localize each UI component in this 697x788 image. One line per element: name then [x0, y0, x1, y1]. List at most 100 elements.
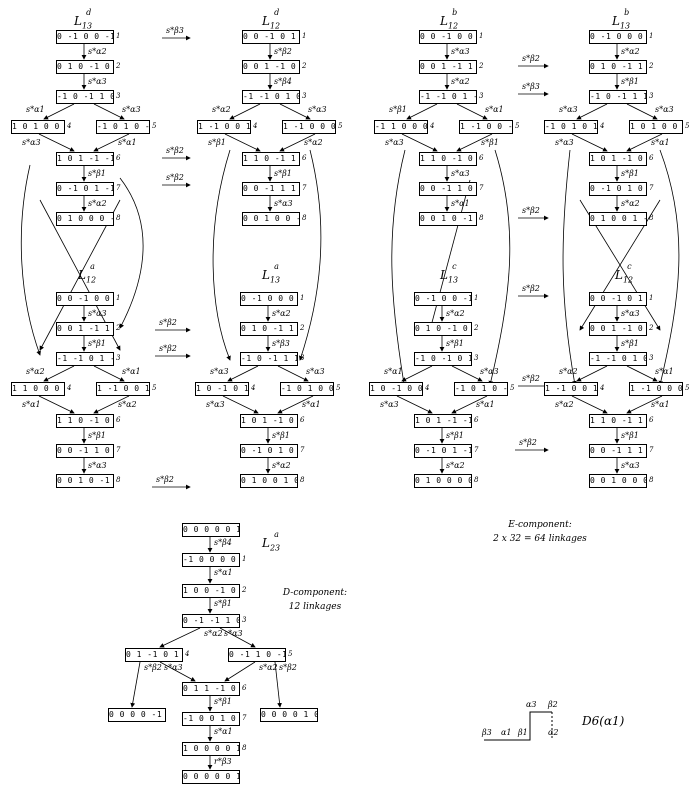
rownum-L12a-7: 7 — [116, 446, 121, 454]
rownum-L12a-4: 4 — [67, 384, 72, 392]
row-L13b-6: 1 0 1 -1 0 -1 — [589, 152, 647, 166]
rownum-L13c-7: 7 — [474, 446, 479, 454]
rownum-L13a-1: 1 — [300, 294, 305, 302]
rownum-L13a-6: 6 — [300, 416, 305, 424]
arrow-label-a2: s*α2 — [451, 77, 470, 86]
arrow-label-a3: s*α3 — [88, 461, 107, 470]
arrow — [38, 395, 75, 414]
arrow-label-a1: s*α1 — [118, 138, 137, 147]
arrow-label-b1: s*β1 — [208, 138, 226, 147]
rownum-L12d-2: 2 — [302, 62, 307, 70]
arrow — [406, 103, 438, 120]
arrow-label-a2: s*α2 — [212, 105, 231, 114]
row-L12b-4: -1 1 0 0 0 0 — [374, 120, 428, 134]
curved-arrow — [119, 177, 144, 329]
arrow — [401, 365, 433, 382]
arrow-label-a2: s*α2 — [204, 629, 223, 638]
arrow-label-a3: s*α3 — [164, 663, 183, 672]
arrow-label-a2: s*α2 — [621, 199, 640, 208]
rownum-L13d-4: 4 — [67, 122, 72, 130]
arrow-label-a3: s*α3 — [451, 47, 470, 56]
curved-arrow — [488, 149, 511, 386]
row-L12b-8: 0 0 1 0 -1 -1 — [419, 212, 477, 226]
row-L12b-3: -1 -1 0 1 -1 0 — [419, 90, 477, 104]
arrow-label-b2: s*β2 — [522, 284, 540, 293]
arrow-label-b1: s*β1 — [621, 77, 639, 86]
arrow-label-b2: s*β2 — [522, 206, 540, 215]
row-L12d-4: 1 -1 0 0 1 0 — [197, 120, 251, 134]
rownum-L23a-9: 8 — [242, 744, 247, 752]
row-L13b-7: 0 -1 0 1 0 -1 — [589, 182, 647, 196]
arrow-label-b1: s*β1 — [446, 339, 464, 348]
rownum-L12a-3: 3 — [116, 354, 121, 362]
arrow — [93, 133, 130, 152]
arrow-label-a1: s*α1 — [214, 727, 233, 736]
arrow-label-a3: s*α3 — [210, 367, 229, 376]
d-component-title: D-component: — [282, 588, 348, 598]
row-L23a-6: 0 -1 1 0 -1 0 — [228, 648, 286, 662]
arrow — [93, 395, 130, 414]
rownum-L13b-4: 4 — [600, 122, 605, 130]
arrow-label-b2: s*β2 — [279, 663, 297, 672]
rownum-L13b-6: 6 — [649, 154, 654, 162]
curved-arrow — [212, 149, 231, 361]
arrow-label-a1: s*α1 — [651, 400, 670, 409]
row-L13a-4: 1 0 -1 0 1 0 — [195, 382, 249, 396]
rownum-L13a-2: 2 — [300, 324, 305, 332]
rownum-L13b-1: 1 — [649, 32, 654, 40]
arrow-label-a1: s*α1 — [384, 367, 403, 376]
arrow-label-b3: s*β3 — [522, 82, 540, 91]
arrow — [626, 103, 658, 120]
arrow-label-b4: s*β4 — [214, 538, 232, 547]
row-L12c-7: 0 0 -1 1 1 0 — [589, 444, 647, 458]
dynkin-label: D6(α1) — [582, 714, 625, 728]
arrow-label-b2: s*β2 — [159, 344, 177, 353]
curved-arrow — [562, 149, 577, 386]
rownum-L12c-4: 4 — [600, 384, 605, 392]
row-L13c-1: 0 -1 0 0 -1 1 — [414, 292, 472, 306]
arrow-label-b2: s*β2 — [274, 47, 292, 56]
row-L13a-7: 0 -1 0 1 0 0 — [240, 444, 298, 458]
arrow — [224, 133, 261, 152]
rownum-L12a-5: 5 — [152, 384, 157, 392]
d-arrow — [159, 627, 201, 648]
rownum-L12b-3: 3 — [479, 92, 484, 100]
row-L12a-6: 1 1 0 -1 0 0 — [56, 414, 114, 428]
row-L13d-1: 0 -1 0 0 -1 0 — [56, 30, 114, 44]
row-L23a-8: -1 0 0 1 0 0 — [182, 712, 240, 726]
rownum-L13d-3: 3 — [116, 92, 121, 100]
dynkin-node-b3: β3 — [482, 728, 492, 737]
row-L23a-7: 0 1 1 -1 0 0 — [182, 682, 240, 696]
row-L23a-12: 0 0 0 0 1 0 — [260, 708, 318, 722]
title-L12d: L12d — [262, 8, 281, 31]
row-L12a-1: 0 0 -1 0 0 1 — [56, 292, 114, 306]
row-L13b-1: 0 -1 0 0 0 0 — [589, 30, 647, 44]
arrow-label-a2: s*α2 — [446, 461, 465, 470]
rownum-L13b-2: 2 — [649, 62, 654, 70]
row-L13c-6: 1 0 1 -1 -1 0 — [414, 414, 472, 428]
rownum-L12d-1: 1 — [302, 32, 307, 40]
d-component-count: 12 linkages — [288, 602, 342, 612]
title-L12b: L12b — [440, 8, 459, 31]
title-L13b: L13b — [612, 8, 631, 31]
arrow — [229, 103, 261, 120]
row-L13d-7: 0 -1 0 1 -1 1 — [56, 182, 114, 196]
row-L12c-4: 1 -1 0 0 1 1 — [544, 382, 598, 396]
e-component-title: E-component: — [508, 520, 572, 530]
row-L13c-8: 0 1 0 0 0 0 — [414, 474, 472, 488]
rownum-L12d-6: 6 — [302, 154, 307, 162]
row-L13a-5: -1 0 1 0 0 1 — [280, 382, 334, 396]
rownum-L13c-1: 1 — [474, 294, 479, 302]
row-L12c-3: -1 -1 0 1 0 1 — [589, 352, 647, 366]
arrow-label-a3: s*α3 — [480, 367, 499, 376]
arrow-label-r3: r*β3 — [214, 757, 232, 766]
arrow-label-b1: s*β1 — [214, 599, 232, 608]
row-L13b-2: 0 1 0 -1 1 0 — [589, 60, 647, 74]
arrow-label-a3: s*α3 — [655, 105, 674, 114]
rownum-L12b-2: 2 — [479, 62, 484, 70]
arrow-label-b2: s*β2 — [166, 146, 184, 155]
row-L13d-6: 1 0 1 -1 -1 1 — [56, 152, 114, 166]
row-L12a-2: 0 0 1 -1 1 1 — [56, 322, 114, 336]
arrow — [626, 395, 663, 414]
